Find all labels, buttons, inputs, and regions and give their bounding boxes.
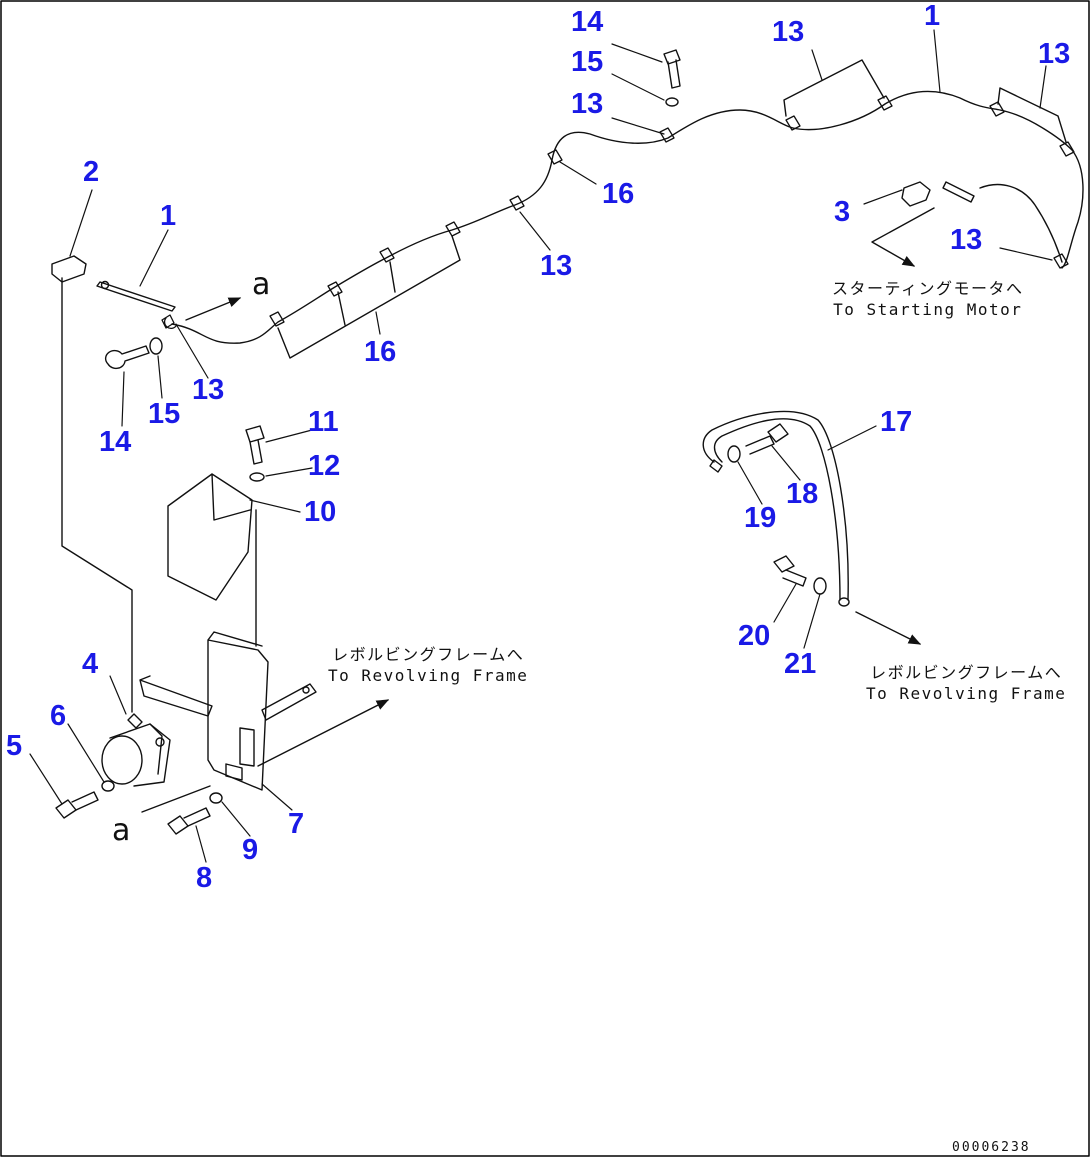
route-line-2-to-4 (61, 277, 133, 713)
terminal-ring (100, 280, 110, 290)
bracket-7-clip (225, 727, 255, 781)
washer-6 (101, 780, 115, 792)
callout-20: 20 (738, 620, 771, 652)
ground-cable-17-inner (713, 418, 841, 601)
callout-1-top: 1 (924, 0, 941, 32)
terminal-cover-2 (51, 255, 87, 283)
ref-a-top: a (252, 267, 271, 302)
bolt-18 (745, 423, 789, 455)
leader-13-top-group (783, 59, 885, 117)
callout-16-top: 16 (602, 178, 635, 210)
arrow-starting-motor (871, 207, 935, 267)
note-revolving-frame-left-en: To Revolving Frame (328, 666, 529, 685)
callout-13-left: 13 (192, 374, 225, 406)
cover-10 (167, 473, 253, 601)
callout-1-left: 1 (160, 200, 177, 232)
note-revolving-frame-right-jp: レボルビングフレームへ (870, 663, 1063, 682)
arrow-revolving-frame-left (257, 699, 390, 767)
washer-9 (209, 792, 223, 804)
note-revolving-frame-left-jp: レボルビングフレームへ (332, 645, 525, 664)
callout-15-top: 15 (571, 46, 604, 78)
callout-13-motor: 13 (950, 224, 983, 256)
callout-4: 4 (82, 648, 99, 680)
note-starting-motor: スターティングモータへ To Starting Motor (832, 278, 1024, 320)
terminal-3 (901, 181, 975, 207)
arrow-revolving-frame-right (855, 611, 922, 645)
callout-13-top: 13 (571, 88, 604, 120)
cable-lug-top (709, 459, 723, 473)
callout-3: 3 (834, 196, 851, 228)
ref-a-bottom: a (112, 813, 131, 848)
callout-17: 17 (880, 406, 913, 438)
callout-7: 7 (288, 808, 305, 840)
leader-16-lower-group (277, 235, 461, 359)
washer-21 (813, 577, 827, 595)
callout-16-lower: 16 (364, 336, 397, 368)
washer-12 (249, 472, 265, 482)
note-starting-motor-jp: スターティングモータへ (832, 279, 1024, 298)
ground-cable-17 (702, 410, 849, 601)
callout-19: 19 (744, 502, 777, 534)
callout-14-left: 14 (99, 426, 132, 458)
bolt-11 (245, 425, 265, 465)
battery-relay-4 (101, 713, 171, 787)
washer-19 (727, 445, 741, 463)
callout-11: 11 (308, 406, 339, 438)
bolt-14-left (104, 337, 163, 370)
callout-18: 18 (786, 478, 819, 510)
harness-end-1 (96, 281, 176, 312)
note-revolving-frame-right-en: To Revolving Frame (866, 684, 1067, 703)
bracket-7-arm-right (261, 683, 317, 721)
callout-8: 8 (196, 862, 213, 894)
callout-14-top: 14 (571, 6, 604, 38)
arrow-a-top (185, 297, 242, 321)
leader-13-right-group (997, 87, 1067, 143)
note-revolving-frame-left: レボルビングフレームへ To Revolving Frame (328, 644, 528, 686)
callout-6: 6 (50, 700, 67, 732)
bolt-5 (55, 791, 99, 819)
callout-2: 2 (83, 156, 100, 188)
callout-10: 10 (304, 496, 337, 528)
document-number: 00006238 (952, 1140, 1031, 1155)
callout-15-left: 15 (148, 398, 181, 430)
callout-21: 21 (784, 648, 817, 680)
bolt-20 (773, 555, 807, 587)
harness-branch-starting-motor (979, 183, 1063, 263)
cable-lug-bottom (838, 597, 850, 607)
callout-13-middle: 13 (540, 250, 573, 282)
bracket-7-arm-upper (139, 675, 213, 717)
note-starting-motor-en: To Starting Motor (833, 300, 1023, 319)
note-revolving-frame-right: レボルビングフレームへ To Revolving Frame (866, 662, 1066, 704)
arrow-a-bottom (141, 785, 211, 813)
callout-leaders (29, 29, 1053, 863)
bolt-14-top (663, 49, 681, 107)
callout-9: 9 (242, 834, 259, 866)
callout-13-upper: 13 (772, 16, 805, 48)
callout-13-right: 13 (1038, 38, 1071, 70)
bolt-8 (167, 807, 211, 835)
callout-5: 5 (6, 730, 23, 762)
callout-12: 12 (308, 450, 341, 482)
bracket-7 (207, 631, 269, 791)
